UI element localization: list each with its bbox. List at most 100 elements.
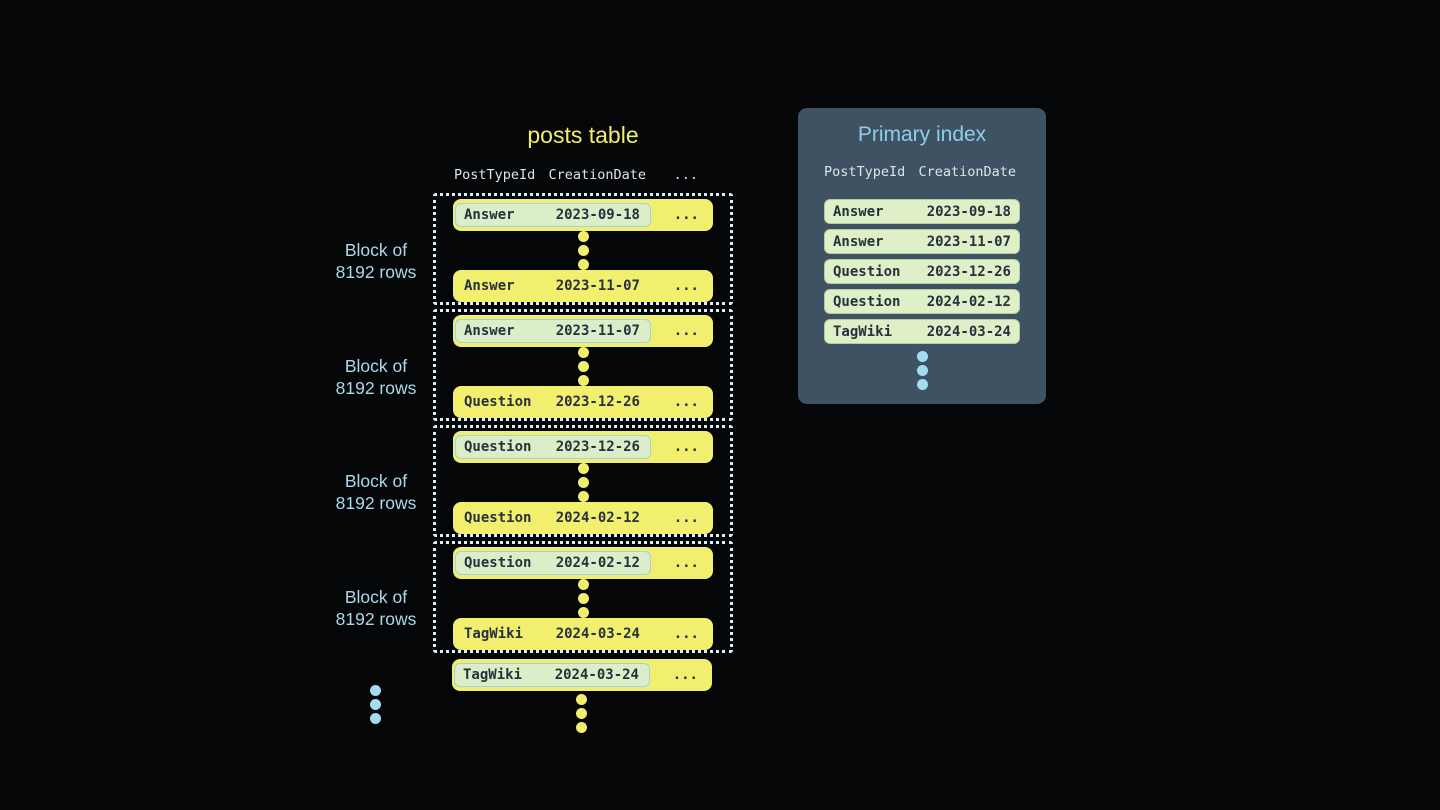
cell-creationdate: 2023-11-07 bbox=[555, 278, 640, 294]
column-posttypeid: PostTypeId bbox=[454, 167, 536, 183]
posts-table-row: TagWiki 2024-03-24... bbox=[452, 659, 712, 691]
ellipsis-dot bbox=[577, 477, 589, 488]
posts-table-row: Question 2023-12-26... bbox=[453, 386, 713, 418]
cell-creationdate: 2024-02-12 bbox=[555, 555, 640, 571]
rows-ellipsis-dots bbox=[577, 579, 589, 618]
cell-ellipsis: ... bbox=[673, 510, 699, 526]
cell-ellipsis: ... bbox=[673, 278, 699, 294]
posts-table-row: Question 2023-12-26... bbox=[453, 431, 713, 463]
row-key-highlight: TagWiki 2024-03-24 bbox=[454, 663, 650, 687]
cell-posttypeid: Question bbox=[464, 555, 532, 571]
posts-table-row: Answer 2023-09-18... bbox=[453, 199, 713, 231]
row-key-highlight: Question 2023-12-26 bbox=[455, 435, 651, 459]
ellipsis-dot bbox=[577, 463, 589, 474]
block-label-line1: Block of bbox=[344, 240, 408, 260]
cell-creationdate: 2024-02-12 bbox=[555, 510, 640, 526]
cell-ellipsis: ... bbox=[673, 323, 699, 339]
index-cell-posttypeid: Answer bbox=[833, 203, 884, 220]
ellipsis-dot bbox=[370, 699, 381, 710]
rows-ellipsis-dots bbox=[577, 463, 589, 502]
column-creationdate: CreationDate bbox=[548, 167, 646, 183]
row-key-highlight: Answer 2023-09-18 bbox=[455, 203, 651, 227]
primary-index-row: Answer 2023-09-18 bbox=[824, 199, 1020, 224]
cell-ellipsis: ... bbox=[673, 439, 699, 455]
posts-table-row: Question 2024-02-12... bbox=[453, 547, 713, 579]
row-key: Question 2024-02-12 bbox=[455, 506, 651, 530]
cell-posttypeid: Question bbox=[464, 439, 532, 455]
cell-creationdate: 2023-12-26 bbox=[555, 394, 640, 410]
posts-table-row: Answer 2023-11-07... bbox=[453, 270, 713, 302]
block-label-line1: Block of bbox=[344, 587, 408, 607]
index-column-posttypeid: PostTypeId bbox=[824, 164, 906, 180]
row-key-highlight: Question 2024-02-12 bbox=[455, 551, 651, 575]
block-label-line2: 8192 rows bbox=[335, 492, 417, 513]
posts-table-row: Question 2024-02-12... bbox=[453, 502, 713, 534]
cell-creationdate: 2024-03-24 bbox=[555, 626, 640, 642]
cell-posttypeid: TagWiki bbox=[463, 667, 523, 683]
posts-table-row: TagWiki 2024-03-24... bbox=[453, 618, 713, 650]
ellipsis-dot bbox=[576, 694, 587, 705]
ellipsis-dot bbox=[370, 685, 381, 696]
ellipsis-dot bbox=[370, 713, 381, 724]
ellipsis-dot bbox=[916, 365, 928, 376]
ellipsis-dot bbox=[577, 245, 589, 256]
index-cell-creationdate: 2023-12-26 bbox=[926, 263, 1011, 280]
ellipsis-dot bbox=[577, 231, 589, 242]
ellipsis-dot bbox=[577, 347, 589, 358]
cell-ellipsis: ... bbox=[673, 555, 699, 571]
ellipsis-dot bbox=[577, 491, 589, 502]
index-cell-posttypeid: Question bbox=[833, 263, 901, 280]
rows-ellipsis-dots bbox=[577, 347, 589, 386]
index-ellipsis-dots bbox=[798, 351, 1046, 390]
ellipsis-dot bbox=[916, 351, 928, 362]
index-cell-posttypeid: TagWiki bbox=[833, 323, 893, 340]
cell-creationdate: 2024-03-24 bbox=[554, 667, 639, 683]
index-cell-posttypeid: Answer bbox=[833, 233, 884, 250]
ellipsis-dot bbox=[577, 259, 589, 270]
block-label-line1: Block of bbox=[344, 471, 408, 491]
column-ellipsis: ... bbox=[673, 167, 698, 183]
ellipsis-dot bbox=[576, 722, 587, 733]
cell-posttypeid: Question bbox=[464, 510, 532, 526]
posts-table-block-3: Question 2023-12-26... Question 2024-02-12.… bbox=[433, 425, 733, 537]
primary-index-panel: Primary index PostTypeId CreationDate An… bbox=[798, 108, 1046, 404]
index-cell-creationdate: 2023-09-18 bbox=[926, 203, 1011, 220]
posts-table-block-4: Question 2024-02-12... TagWiki 2024-03-24..… bbox=[433, 541, 733, 653]
primary-index-title: Primary index bbox=[857, 123, 987, 146]
cell-ellipsis: ... bbox=[673, 626, 699, 642]
cell-posttypeid: Answer bbox=[464, 323, 515, 339]
primary-index-row: Question 2023-12-26 bbox=[824, 259, 1020, 284]
posts-table-trailing-row: TagWiki 2024-03-24... bbox=[452, 659, 712, 691]
ellipsis-dot bbox=[577, 375, 589, 386]
cell-ellipsis: ... bbox=[673, 394, 699, 410]
index-column-creationdate: CreationDate bbox=[918, 164, 1016, 180]
cell-ellipsis: ... bbox=[672, 667, 698, 683]
ellipsis-dot bbox=[577, 361, 589, 372]
rows-ellipsis-dots bbox=[577, 231, 589, 270]
posts-header-columns: PostTypeId CreationDate bbox=[452, 167, 648, 183]
cell-creationdate: 2023-12-26 bbox=[555, 439, 640, 455]
cell-creationdate: 2023-09-18 bbox=[555, 207, 640, 223]
ellipsis-dot bbox=[576, 708, 587, 719]
more-rows-ellipsis-dots bbox=[576, 694, 587, 733]
cell-posttypeid: Answer bbox=[464, 207, 515, 223]
cell-posttypeid: TagWiki bbox=[464, 626, 524, 642]
block-label-line2: 8192 rows bbox=[335, 608, 417, 629]
primary-index-column-headers: PostTypeId CreationDate bbox=[824, 164, 1020, 180]
ellipsis-dot bbox=[577, 593, 589, 604]
cell-posttypeid: Answer bbox=[464, 278, 515, 294]
cell-ellipsis: ... bbox=[673, 207, 699, 223]
posts-table-block-1: Answer 2023-09-18... Answer 2023-11-07... bbox=[433, 193, 733, 305]
cell-posttypeid: Question bbox=[464, 394, 532, 410]
